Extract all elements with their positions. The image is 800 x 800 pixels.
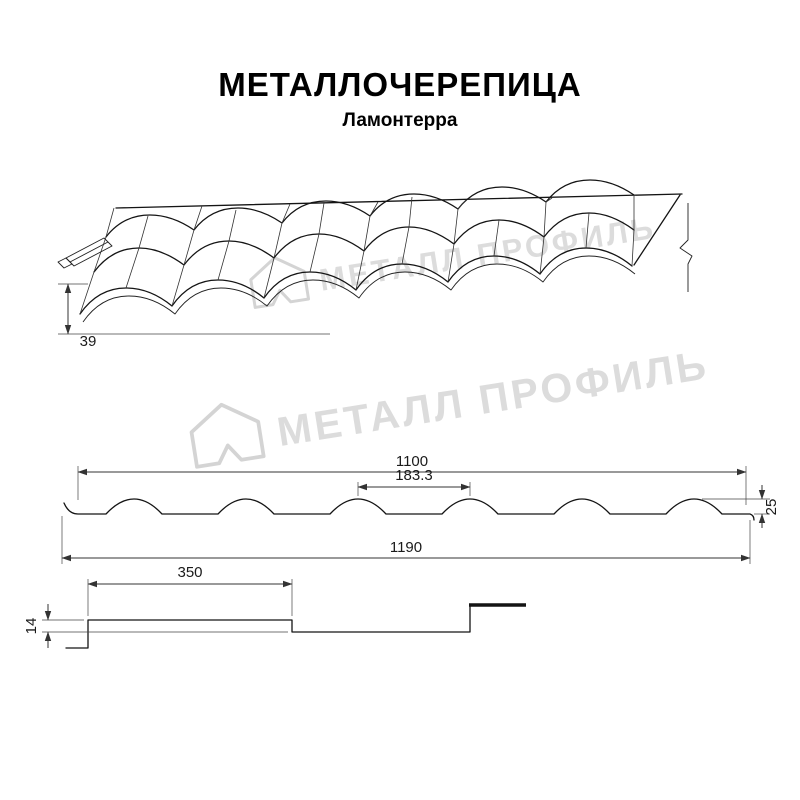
step-profile: [65, 604, 471, 649]
crest-rib: [493, 219, 500, 257]
dimension-label-350: 350: [177, 564, 202, 581]
crest-rib: [217, 209, 237, 281]
perspective-view: 39: [57, 179, 693, 350]
trough-rib: [171, 205, 203, 307]
side-profile-view: 350 14: [23, 564, 526, 649]
watermark-lower: МЕТАЛЛ ПРОФИЛЬ: [189, 341, 712, 469]
watermark-upper: МЕТАЛЛ ПРОФИЛЬ: [249, 210, 658, 309]
trough-rib: [263, 203, 291, 299]
dimension-label-14: 14: [23, 618, 40, 635]
wave-profile: [63, 498, 755, 521]
mounting-edge-clip: [57, 257, 73, 269]
trough-rib: [79, 207, 115, 315]
trough-rib: [631, 195, 635, 267]
crest-rib: [309, 202, 325, 273]
sheet-right-edge: [633, 194, 681, 266]
crest-rib: [125, 215, 149, 289]
cross-section-view: 1100 183.3 25 1190: [61, 453, 780, 564]
mounting-edge-line: [69, 241, 109, 263]
dimension-label-39: 39: [80, 333, 97, 350]
break-line: [679, 203, 693, 292]
trough-rib: [539, 197, 553, 275]
crest-rib: [401, 196, 413, 265]
watermark-text: МЕТАЛЛ ПРОФИЛЬ: [317, 210, 658, 298]
dimension-label-1190: 1190: [390, 539, 422, 556]
dimension-label-25: 25: [763, 499, 780, 516]
house-logo-icon: [189, 402, 266, 469]
house-logo-icon: [249, 256, 311, 309]
trough-rib: [447, 199, 467, 283]
crest-rib: [585, 212, 590, 249]
sheet-top-edge: [115, 193, 683, 209]
page-title: МЕТАЛЛОЧЕРЕПИЦА: [218, 66, 582, 103]
dimension-label-183: 183.3: [395, 467, 433, 484]
page-subtitle: Ламонтерра: [342, 110, 458, 131]
dimension-label-1100: 1100: [396, 453, 428, 470]
trough-rib: [355, 201, 379, 291]
watermark-text: МЕТАЛЛ ПРОФИЛЬ: [274, 341, 712, 455]
sheet-front-edge-thickness: [82, 255, 636, 323]
